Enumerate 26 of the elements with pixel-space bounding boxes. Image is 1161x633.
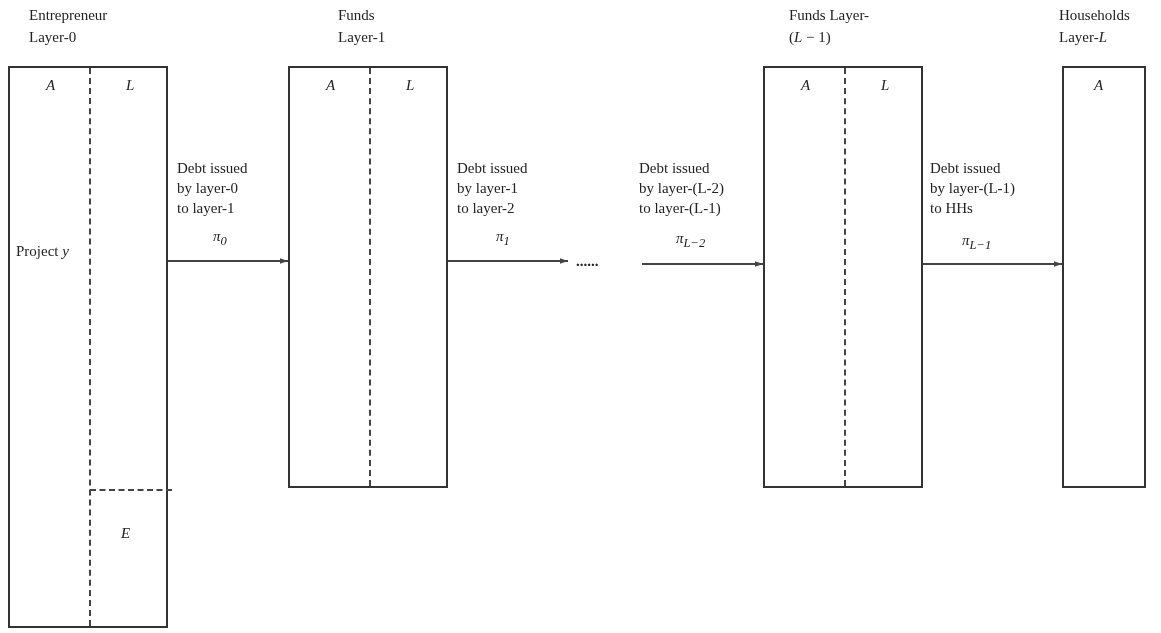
layer-heading: Funds Layer-(L − 1) <box>789 6 871 47</box>
arrow <box>641 261 764 267</box>
column-label: E <box>121 524 131 543</box>
column-label: A <box>326 76 336 95</box>
edge-label: Debt issued by layer-1 to layer-2 <box>457 159 529 218</box>
arrow <box>167 258 289 264</box>
layer-heading: Households Layer-L <box>1059 6 1131 47</box>
column-label: A <box>1094 76 1104 95</box>
column-label: L <box>126 76 135 95</box>
arrow <box>922 261 1063 267</box>
rate-symbol: π$_{L−1}$ <box>962 231 992 254</box>
ellipsis-dots: ...... <box>576 251 626 271</box>
layer-heading: Entrepreneur Layer-0 <box>29 6 109 47</box>
column-label: L <box>406 76 415 95</box>
edge-label: Debt issued by layer-(L-2) to layer-(L-1) <box>639 159 725 218</box>
column-label: A <box>46 76 56 95</box>
column-label: L <box>881 76 890 95</box>
rate-symbol: π$_{1}$ <box>496 227 510 250</box>
arrow <box>447 258 569 264</box>
rate-symbol: π$_{L−2}$ <box>676 229 706 252</box>
layer-heading: Funds Layer-1 <box>338 6 387 47</box>
rate-symbol: π$_{0}$ <box>213 227 227 250</box>
asset-label: Project y <box>16 242 70 261</box>
edge-label: Debt issued by layer-(L-1) to HHs <box>930 159 1016 218</box>
edge-label: Debt issued by layer-0 to layer-1 <box>177 159 249 218</box>
column-label: A <box>801 76 811 95</box>
